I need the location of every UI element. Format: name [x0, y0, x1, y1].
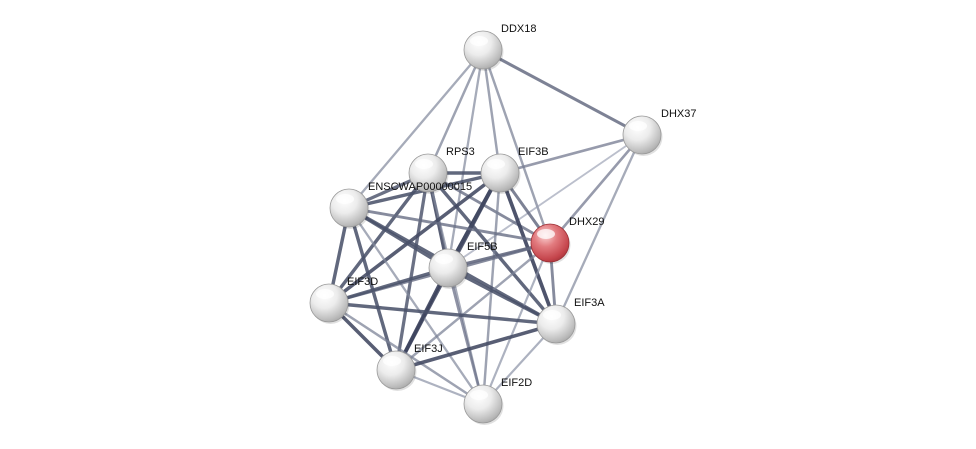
- edge-ddx18-enscw[interactable]: [347, 48, 485, 210]
- edge-ddx18-rps3[interactable]: [426, 48, 485, 175]
- edge-dhx37-eif5b[interactable]: [447, 134, 643, 269]
- edge-enscw-eif2d[interactable]: [347, 206, 485, 406]
- node-highlight: [470, 390, 488, 400]
- node-label-eif2d: EIF2D: [501, 377, 532, 389]
- node-highlight: [543, 310, 561, 320]
- edge-dhx29-eif3j[interactable]: [394, 241, 552, 372]
- edge-eif3d-eif3a[interactable]: [327, 301, 558, 326]
- node-label-dhx29: DHX29: [569, 216, 604, 228]
- edge-eif5b-eif3d[interactable]: [327, 266, 450, 305]
- node-label-dhx37: DHX37: [661, 108, 696, 120]
- edge-eif3a-eif3j[interactable]: [394, 322, 558, 372]
- node-label-rps3: RPS3: [446, 146, 475, 158]
- edge-dhx29-eif2d[interactable]: [481, 241, 552, 406]
- node-label-eif3a: EIF3A: [574, 297, 605, 309]
- edge-ddx18-eif3b[interactable]: [481, 48, 502, 175]
- edge-eif5b-eif2d[interactable]: [446, 266, 485, 406]
- node-highlight: [470, 36, 488, 46]
- node-label-eif5b: EIF5B: [467, 241, 498, 253]
- edge-ddx18-eif5b[interactable]: [446, 48, 485, 270]
- node-highlight: [487, 159, 505, 169]
- edge-enscw-dhx29[interactable]: [347, 206, 552, 245]
- edge-rps3-eif3a[interactable]: [426, 171, 558, 326]
- edge-eif5b-eif3a[interactable]: [446, 266, 558, 326]
- node-eif2d[interactable]: EIF2D: [463, 377, 532, 425]
- node-label-eif3j: EIF3J: [414, 343, 443, 355]
- edge-ddx18-dhx37[interactable]: [481, 48, 644, 137]
- node-eif5b[interactable]: EIF5B: [428, 241, 498, 289]
- node-rps3[interactable]: RPS3: [408, 146, 475, 194]
- node-dhx37[interactable]: DHX37: [622, 108, 696, 156]
- node-eif3b[interactable]: EIF3B: [480, 146, 549, 194]
- edge-dhx37-eif3a[interactable]: [554, 133, 644, 326]
- edge-dhx37-eif3b[interactable]: [498, 133, 644, 175]
- node-highlight: [383, 356, 401, 366]
- node-highlight: [435, 254, 453, 264]
- node-ddx18[interactable]: DDX18: [463, 23, 536, 71]
- node-eif3a[interactable]: EIF3A: [536, 297, 605, 345]
- node-highlight: [316, 289, 334, 299]
- edge-dhx37-dhx29[interactable]: [548, 133, 644, 245]
- node-highlight: [537, 229, 555, 239]
- node-label-eif3b: EIF3B: [518, 146, 549, 158]
- node-eif3d[interactable]: EIF3D: [309, 276, 378, 324]
- node-label-eif3d: EIF3D: [347, 276, 378, 288]
- node-highlight: [336, 194, 354, 204]
- node-label-enscw: ENSCWAP00000015: [368, 181, 472, 193]
- node-highlight: [415, 159, 433, 169]
- node-eif3j[interactable]: EIF3J: [376, 343, 443, 391]
- node-highlight: [629, 121, 647, 131]
- edge-rps3-eif3j[interactable]: [394, 171, 430, 372]
- node-enscw[interactable]: ENSCWAP00000015: [329, 181, 472, 229]
- edge-eif3b-eif3d[interactable]: [327, 171, 502, 305]
- edge-ddx18-dhx29[interactable]: [481, 48, 552, 245]
- node-label-ddx18: DDX18: [501, 23, 536, 35]
- node-dhx29[interactable]: DHX29: [530, 216, 604, 264]
